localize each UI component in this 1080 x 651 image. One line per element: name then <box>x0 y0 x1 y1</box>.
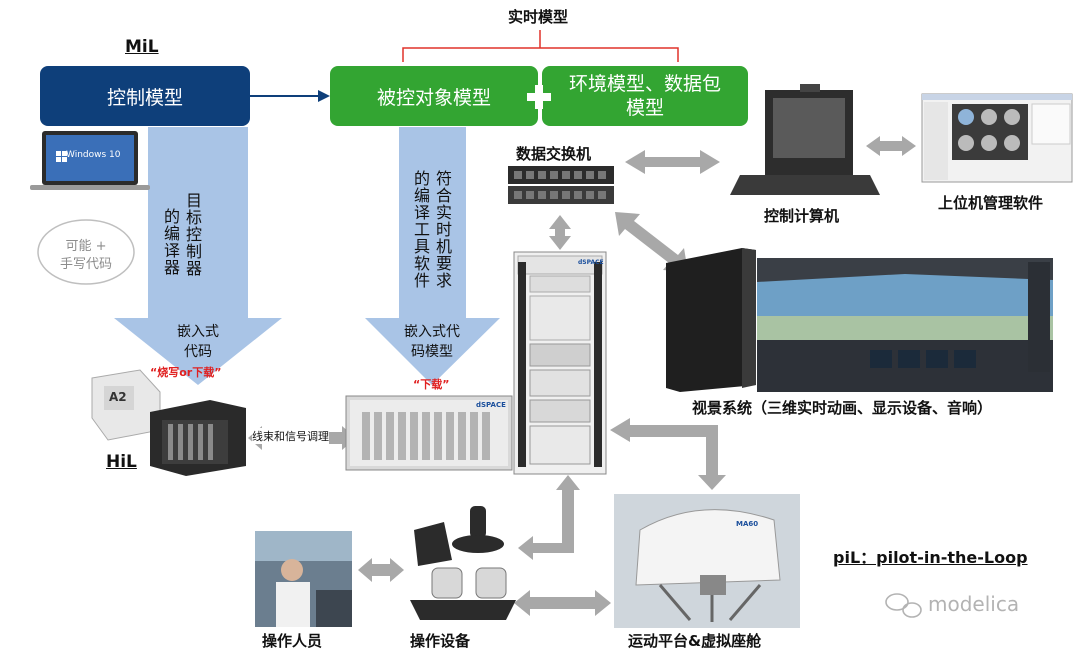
host-software-illustration <box>921 93 1073 183</box>
compile-arrow-1 <box>114 127 282 385</box>
control-computer-illustration <box>730 84 880 195</box>
arrow1-output-line1: 嵌入式 <box>177 324 219 340</box>
environment-model-line1: 环境模型、数据包 <box>568 73 721 95</box>
visual-system-label: 视景系统（三维实时动画、显示设备、音响） <box>692 399 993 417</box>
arrow-switch-visual <box>615 212 688 272</box>
harness-label: 线束和信号调理 <box>252 428 329 444</box>
realtime-cabinet-illustration <box>513 251 607 475</box>
network-switch-illustration <box>508 166 614 204</box>
handwritten-code-ellipse <box>37 219 135 285</box>
motion-platform-label: 运动平台&虚拟座舱 <box>628 632 762 650</box>
watermark-text: modelica <box>928 592 1020 616</box>
arrow2-vertical-text-b: 符合实时机要求 <box>433 170 452 289</box>
arrow2-red-note: “下载” <box>413 378 450 391</box>
hil-box-illustration <box>150 400 246 476</box>
wechat-icon <box>885 593 922 618</box>
control-model-box: 控制模型 <box>40 66 250 126</box>
arrow1-red-note: “烧写or下载” <box>150 366 222 379</box>
a2-controller-illustration <box>91 369 161 441</box>
handwritten-code-line1: 可能 + <box>65 239 107 254</box>
environment-model-line2: 模型 <box>625 97 664 119</box>
environment-model-box: 环境模型、数据包 模型 <box>542 66 748 126</box>
pil-label: piL：pilot-in-the-Loop <box>833 548 1028 567</box>
arrow-switch-cabinet <box>549 215 571 250</box>
cockpit-view-illustration <box>757 258 1053 392</box>
handwritten-code-line2: 手写代码 <box>59 257 112 272</box>
operating-devices-illustration <box>410 506 516 620</box>
arrow1-output-label: 嵌入式 代码 <box>150 322 246 362</box>
hil-label: HiL <box>106 452 137 472</box>
dspace-io-badge: dSPACE <box>476 401 506 409</box>
motion-platform-illustration <box>614 494 800 628</box>
windows-laptop-illustration <box>30 131 150 190</box>
plus-icon <box>527 85 551 109</box>
simulator-badge: MA60 <box>736 520 759 528</box>
windows-label: Windows 10 <box>66 150 121 160</box>
handwritten-code-text: 可能 + 手写代码 <box>46 238 126 274</box>
arrow-computer-host <box>866 136 916 156</box>
plant-model-box: 被控对象模型 <box>330 66 538 126</box>
control-computer-label: 控制计算机 <box>764 207 840 225</box>
host-software-label: 上位机管理软件 <box>938 194 1044 212</box>
mil-connector-arrowhead <box>318 90 330 102</box>
arrow-switch-computer <box>625 150 720 174</box>
tower-pc-illustration <box>666 248 756 392</box>
operator-label: 操作人员 <box>262 632 323 650</box>
arrow2-output-label: 嵌入式代 码模型 <box>384 322 480 362</box>
arrow2-output-line2: 码模型 <box>411 344 453 360</box>
arrow-cabinet-device <box>518 475 580 560</box>
arrow1-output-line2: 代码 <box>184 344 212 360</box>
arrow1-vertical-text-a: 的编译器 <box>161 208 180 276</box>
mil-label: MiL <box>125 37 159 57</box>
switch-label: 数据交换机 <box>516 145 592 163</box>
arrow-device-motion <box>514 590 611 616</box>
realtime-brace <box>402 30 679 62</box>
realtime-models-label: 实时模型 <box>508 8 569 26</box>
io-box-illustration <box>345 395 513 471</box>
arrow2-output-line1: 嵌入式代 <box>404 324 460 340</box>
a2-badge: A2 <box>109 390 127 404</box>
operating-device-label: 操作设备 <box>410 632 471 650</box>
dspace-cabinet-badge: dSPACE <box>578 259 604 266</box>
arrow-cabinet-motion <box>610 418 726 490</box>
arrow2-vertical-text-a: 的编译工具软件 <box>411 170 430 289</box>
arrow-operator-device <box>358 558 404 582</box>
arrow1-vertical-text-b: 目标控制器 <box>183 192 202 277</box>
compile-arrow-2 <box>365 127 500 385</box>
pilot-photo-illustration <box>255 531 352 627</box>
